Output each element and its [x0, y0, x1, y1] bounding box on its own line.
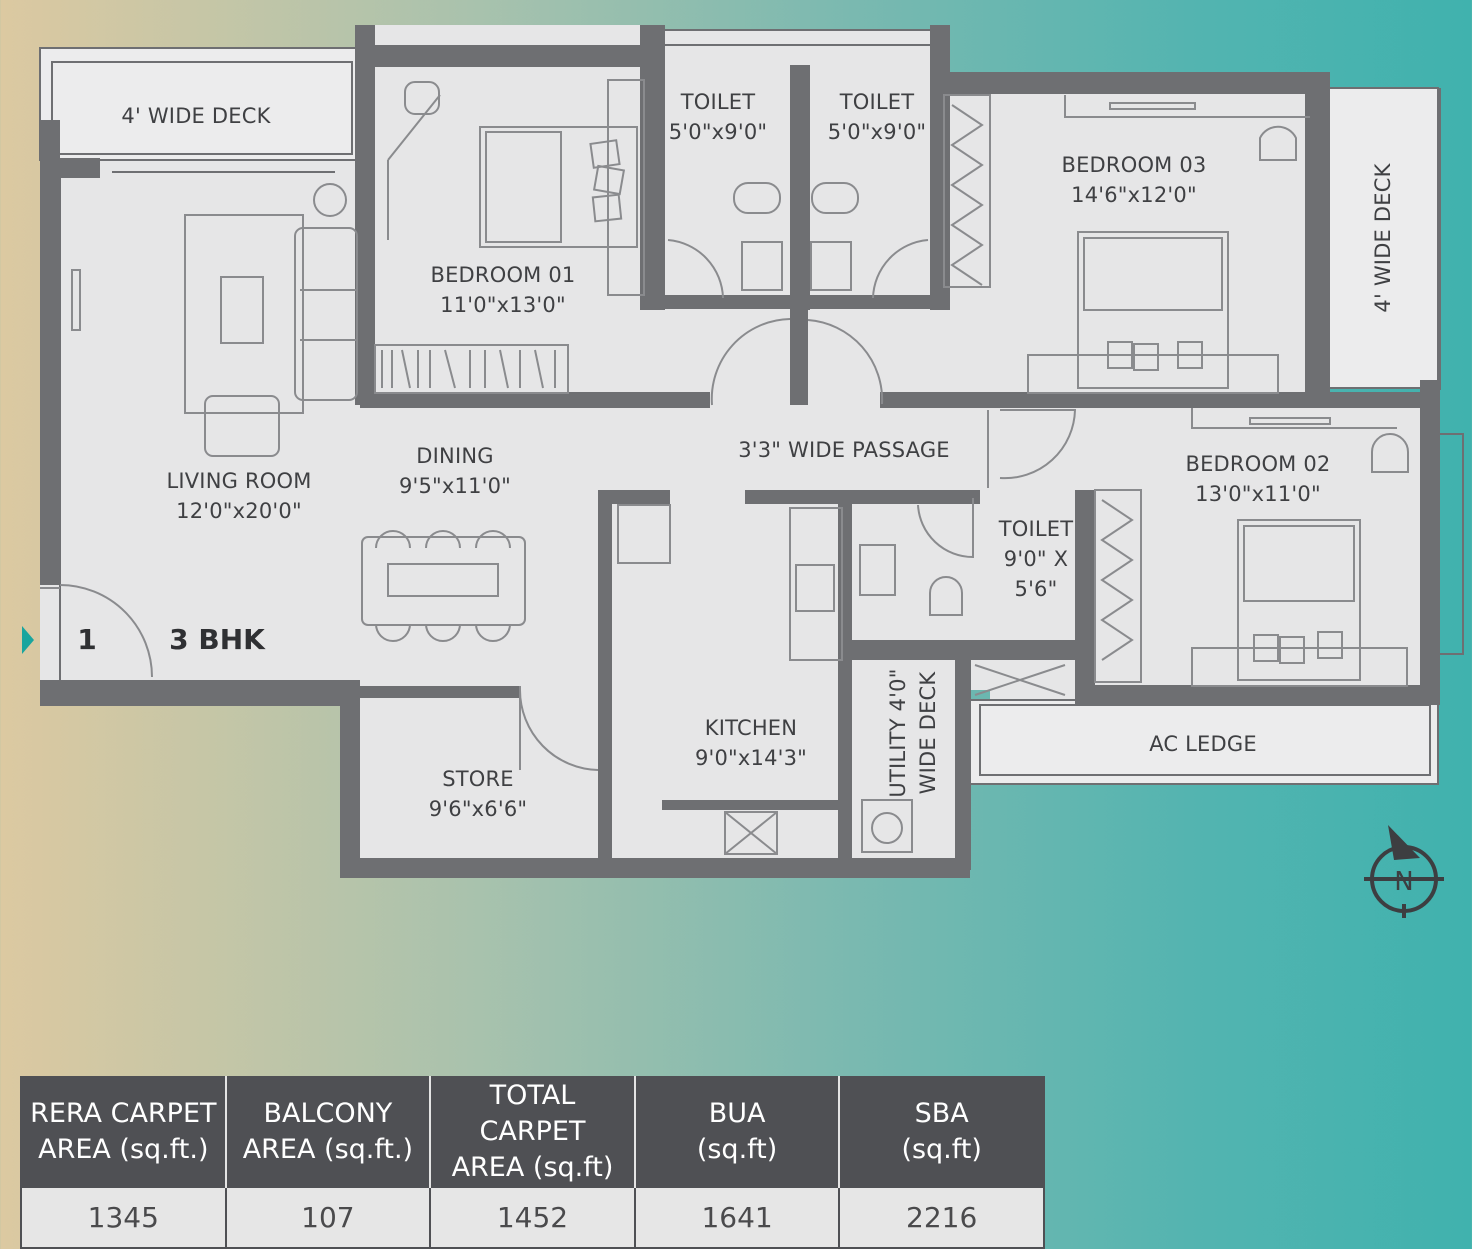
value-balcony: 107 — [224, 1186, 432, 1249]
compass-icon — [1364, 825, 1444, 918]
passage-label: 3'3" WIDE PASSAGE — [738, 438, 950, 462]
outlines — [39, 29, 1464, 785]
toilet-1-size: 5'0"x9'0" — [669, 120, 768, 144]
floor-plan: N 4' WIDE DECK TOILET 5'0"x9'0" TOILET 5… — [22, 25, 1464, 918]
bedroom-03-label: BEDROOM 03 — [1061, 153, 1206, 177]
room-labels: 4' WIDE DECK TOILET 5'0"x9'0" TOILET 5'0… — [77, 90, 1395, 821]
unit-number: 1 — [77, 623, 96, 656]
living-room-size: 12'0"x20'0" — [176, 499, 302, 523]
bedroom-01-label: BEDROOM 01 — [430, 263, 575, 287]
entry-arrow-icon — [22, 626, 34, 654]
value-bua: 1641 — [633, 1186, 841, 1249]
value-sba: 2216 — [838, 1186, 1045, 1249]
utility-label-b: WIDE DECK — [916, 671, 940, 795]
toilet-2-label: TOILET — [839, 90, 915, 114]
deck-right-label: 4' WIDE DECK — [1371, 162, 1395, 312]
toilet-3-size-a: 9'0" X — [1004, 547, 1068, 571]
dining-size: 9'5"x11'0" — [399, 474, 511, 498]
toilet-2-size: 5'0"x9'0" — [828, 120, 927, 144]
value-rera-carpet: 1345 — [20, 1186, 227, 1249]
bedroom-02-label: BEDROOM 02 — [1185, 452, 1330, 476]
area-table-value-row: 1345 107 1452 1641 2216 — [20, 1186, 1045, 1249]
kitchen-label: KITCHEN — [705, 716, 797, 740]
furniture — [40, 79, 1409, 855]
utility-label-a: UTILITY 4'0" — [886, 668, 910, 797]
bedroom-03-size: 14'6"x12'0" — [1071, 183, 1197, 207]
deck-left-label: 4' WIDE DECK — [121, 104, 271, 128]
value-total-carpet: 1452 — [429, 1186, 636, 1249]
store-size: 9'6"x6'6" — [429, 797, 528, 821]
store-label: STORE — [442, 767, 514, 791]
header-sba: SBA(sq.ft) — [839, 1077, 1044, 1187]
bedroom-01-size: 11'0"x13'0" — [440, 293, 566, 317]
unit-type-label: 3 BHK — [169, 623, 266, 656]
toilet-1-label: TOILET — [680, 90, 756, 114]
living-room-label: LIVING ROOM — [166, 469, 311, 493]
header-bua: BUA(sq.ft) — [634, 1077, 841, 1187]
toilet-3-size-b: 5'6" — [1015, 577, 1058, 601]
compass-label: N — [1394, 867, 1413, 897]
toilet-3-label: TOILET — [998, 517, 1074, 541]
bedroom-02-size: 13'0"x11'0" — [1195, 482, 1321, 506]
dining-label: DINING — [416, 444, 493, 468]
cushions — [589, 139, 1343, 664]
kitchen-size: 9'0"x14'3" — [695, 746, 807, 770]
ac-ledge-label: AC LEDGE — [1149, 732, 1257, 756]
